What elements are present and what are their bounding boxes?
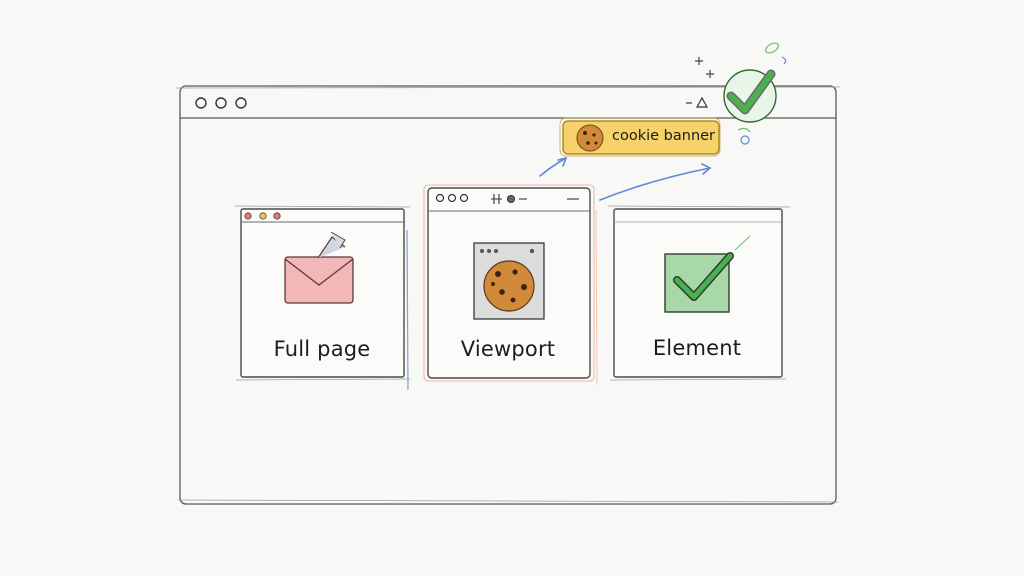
card-label-viewport: Viewport — [460, 337, 556, 361]
cookie-icon — [576, 124, 604, 152]
toolbar-icons — [686, 96, 709, 108]
pointer-arrows — [539, 156, 712, 201]
window-dot-icon[interactable] — [195, 97, 207, 109]
card-full-page — [234, 205, 411, 391]
window-dot-icon[interactable] — [235, 97, 247, 109]
envelope-icon — [284, 231, 354, 304]
cookie-banner[interactable] — [559, 117, 721, 157]
window-dot-icon[interactable] — [215, 97, 227, 109]
card-label-full-page: Full page — [273, 337, 371, 361]
card-label-element: Element — [652, 336, 742, 360]
window-controls — [195, 97, 247, 109]
checkmark-icon — [664, 235, 751, 313]
alert-icon[interactable] — [695, 96, 709, 108]
sparkle-icon — [695, 42, 787, 145]
card-element — [607, 205, 791, 381]
viewport-frame — [473, 242, 545, 320]
cookie-icon — [483, 260, 535, 312]
cookie-banner-label[interactable]: cookie banner — [612, 128, 716, 144]
success-check-icon — [723, 69, 777, 123]
card-viewport — [423, 184, 598, 386]
